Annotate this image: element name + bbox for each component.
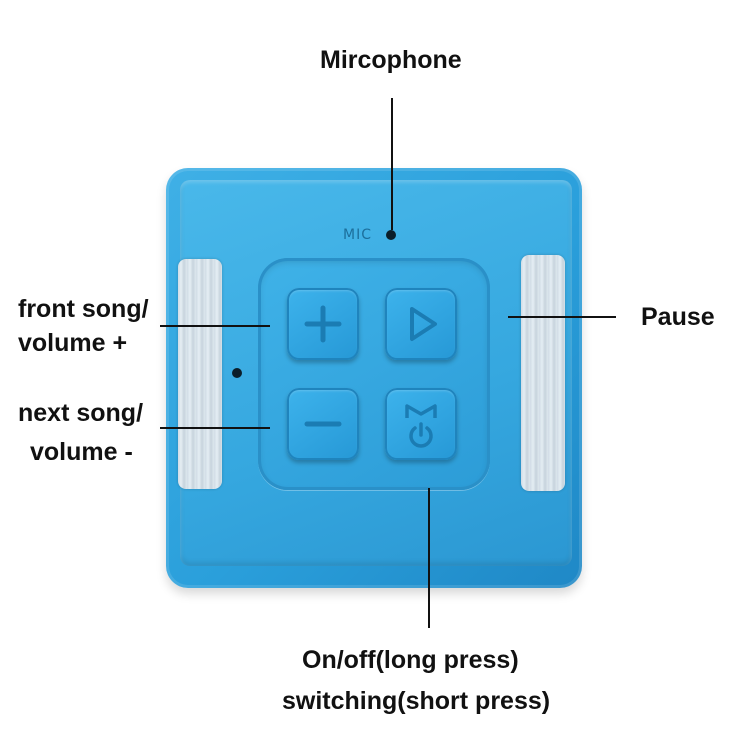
prev-callout-line bbox=[160, 325, 270, 327]
microphone-hole bbox=[386, 230, 396, 240]
mode-power-icon bbox=[405, 404, 437, 448]
microphone-label: Mircophone bbox=[320, 46, 462, 74]
plus-icon bbox=[304, 305, 342, 343]
mic-marking: MIC bbox=[343, 227, 372, 243]
power-label-line2: switching(short press) bbox=[282, 687, 551, 715]
left-strap bbox=[178, 259, 222, 489]
prev-song-volume-up-label-line1: front song/ bbox=[18, 295, 149, 323]
right-strap bbox=[521, 255, 565, 491]
power-label-line1: On/off(long press) bbox=[302, 646, 519, 674]
indicator-hole bbox=[232, 368, 242, 378]
play-icon bbox=[410, 307, 437, 341]
next-song-volume-down-label-line2: volume - bbox=[30, 438, 133, 466]
next-callout-line bbox=[160, 427, 270, 429]
power-mode-button[interactable] bbox=[385, 388, 457, 460]
next-song-volume-down-label-line1: next song/ bbox=[18, 399, 144, 427]
power-callout-line bbox=[428, 488, 430, 628]
volume-down-button[interactable] bbox=[287, 388, 359, 460]
prev-song-volume-up-label-line2: volume + bbox=[18, 329, 128, 357]
minus-icon bbox=[304, 421, 342, 427]
play-pause-button[interactable] bbox=[385, 288, 457, 360]
microphone-callout-line bbox=[391, 98, 393, 230]
pause-label: Pause bbox=[641, 303, 715, 331]
volume-up-button[interactable] bbox=[287, 288, 359, 360]
pause-callout-line bbox=[508, 316, 616, 318]
